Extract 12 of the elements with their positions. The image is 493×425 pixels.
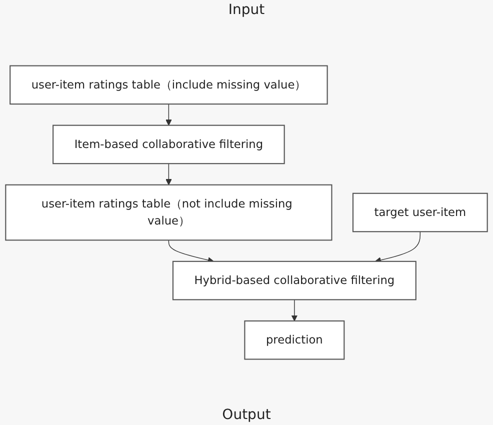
node-box [5,184,332,241]
node-box [10,65,328,105]
node-box [352,192,488,232]
output-label: Output [222,407,271,423]
node-box [52,124,285,164]
node-box [172,260,416,300]
node-box [244,320,345,360]
arrow [166,163,172,186]
arrow [166,104,172,126]
input-label: Input [228,2,265,18]
arrow [291,299,298,322]
flowchart: user-item ratings table（include missing value） Item-based collaborative filtering user-item ratings table（not include missing value） target user-item Hybrid-based collaborative filtering prediction [0,20,493,405]
